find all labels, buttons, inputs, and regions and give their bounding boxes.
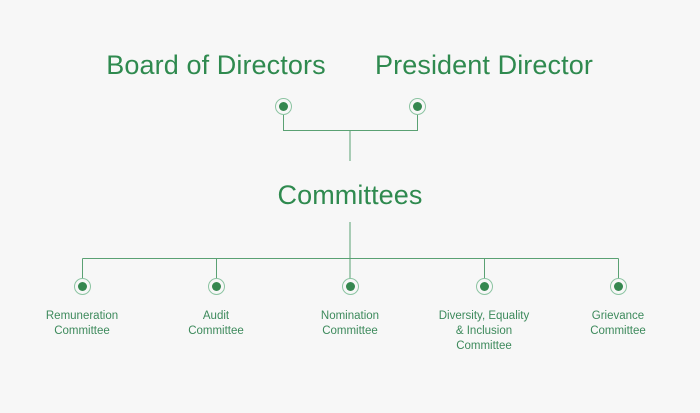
label-line-1: Diversity, Equality [438, 310, 530, 322]
node-marker-audit-committee[interactable] [207, 277, 225, 295]
label-line-2: Committee [188, 325, 244, 337]
label-line-2: & Inclusion [455, 325, 513, 337]
label-line-3: Committee [456, 340, 512, 352]
label-line-2: Committee [590, 325, 646, 337]
heading-board-of-directors: Board of Directors [106, 50, 326, 80]
label-nomination-committee: Nomination Committee [285, 309, 415, 339]
heading-committees: Committees [277, 180, 423, 210]
node-marker-grievance-committee[interactable] [609, 277, 627, 295]
node-marker-president-director[interactable] [408, 97, 426, 115]
label-grievance-committee: Grievance Committee [553, 309, 683, 339]
label-audit-committee: Audit Committee [151, 309, 281, 339]
label-line-1: Nomination [320, 310, 380, 322]
node-marker-board-of-directors[interactable] [274, 97, 292, 115]
label-diversity-equality-inclusion-committee: Diversity, Equality & Inclusion Committe… [419, 309, 549, 354]
label-line-1: Audit [202, 310, 230, 322]
label-line-1: Remuneration [45, 310, 119, 322]
label-line-2: Committee [54, 325, 110, 337]
label-remuneration-committee: Remuneration Committee [17, 309, 147, 339]
heading-president-director: President Director [375, 50, 593, 80]
label-line-1: Grievance [591, 310, 645, 322]
node-marker-diversity-equality-inclusion-committee[interactable] [475, 277, 493, 295]
node-marker-nomination-committee[interactable] [341, 277, 359, 295]
connector-president-to-junction [350, 110, 419, 132]
connector-board-to-junction [282, 110, 350, 132]
node-marker-remuneration-committee[interactable] [73, 277, 91, 295]
label-line-2: Committee [322, 325, 378, 337]
